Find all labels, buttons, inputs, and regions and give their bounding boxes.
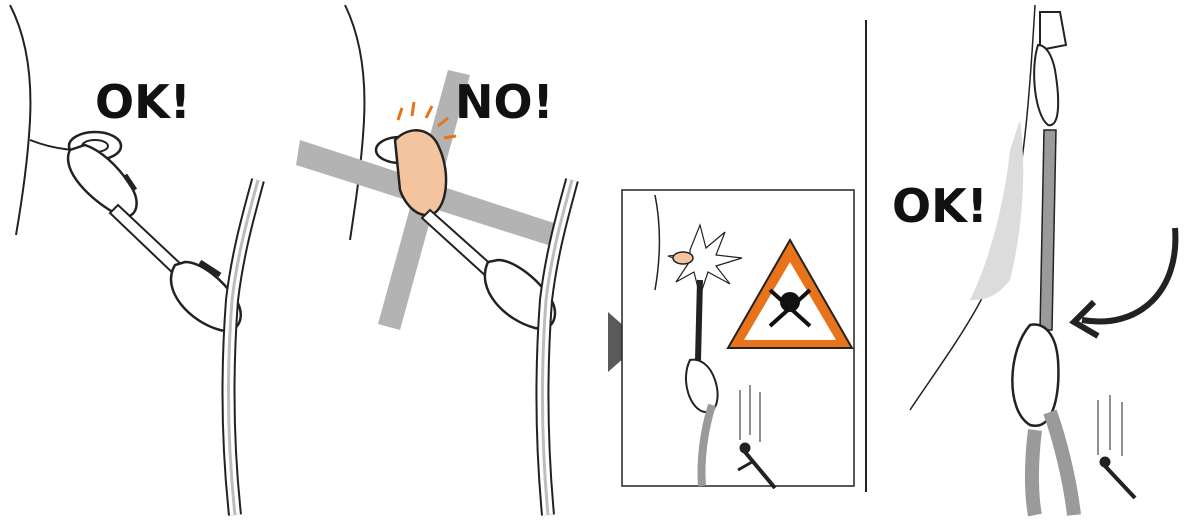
rock-outline	[345, 5, 364, 240]
curved-arrow-icon	[1082, 228, 1175, 322]
carabiner	[1034, 45, 1058, 125]
rope	[1032, 430, 1035, 515]
quickdraw-sling	[1040, 130, 1056, 330]
panel-4: OK!	[892, 5, 1175, 515]
panel-2: NO!	[296, 5, 572, 515]
carabiner-highlight	[395, 130, 446, 215]
falling-climber-icon	[1098, 395, 1135, 498]
ok-label: OK!	[892, 179, 988, 233]
carabiner	[1012, 325, 1058, 426]
rock-outline	[10, 5, 30, 235]
no-label: NO!	[455, 75, 554, 129]
panel-3	[622, 190, 854, 488]
ok-label: OK!	[95, 75, 191, 129]
bolt-hanger	[673, 252, 693, 264]
panel-1: OK!	[10, 5, 258, 515]
bolt-hanger	[1040, 12, 1066, 50]
rope-fill	[228, 180, 258, 515]
rope	[1050, 412, 1074, 515]
quickdraw-sling	[698, 280, 700, 360]
